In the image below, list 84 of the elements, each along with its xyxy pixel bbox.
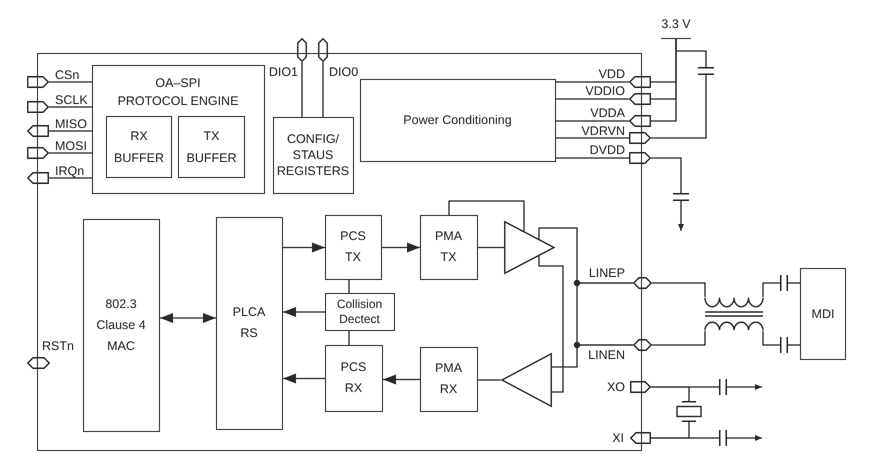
arrow (383, 374, 420, 384)
block-label: PMA TX (434, 228, 462, 266)
pin-label: VDRVN (581, 124, 625, 138)
connection-line (556, 137, 629, 139)
connection-line (556, 98, 629, 100)
function-block (272, 116, 354, 194)
block-label: Collision Dectect (336, 296, 382, 326)
connection-line (556, 120, 629, 122)
pin-label: XO (606, 380, 625, 394)
pin-label: XI (612, 431, 624, 445)
pin-label: MOSI (55, 139, 87, 153)
function-block (800, 268, 846, 360)
function-block (324, 344, 382, 412)
pin-label: VDDA (590, 106, 625, 120)
arrow (283, 242, 325, 252)
connection-line (49, 130, 92, 132)
function-block (324, 292, 394, 330)
connection-line (478, 379, 501, 381)
connection-line (651, 157, 682, 193)
connection-line (448, 200, 525, 232)
connection-line (538, 256, 564, 393)
connection-line (762, 282, 780, 297)
connection-line (652, 331, 706, 346)
connection-line (322, 62, 324, 117)
connection-line (651, 386, 690, 401)
function-block (106, 116, 172, 178)
arrow (678, 201, 684, 231)
block-label: TX BUFFER (186, 128, 236, 167)
pin-label: LINEP (588, 266, 625, 280)
block-label: Power Conditioning (403, 112, 512, 128)
block-label: RX BUFFER (114, 128, 164, 167)
arrow (382, 242, 420, 252)
pin-label: VDD (598, 67, 625, 81)
pin-label: IRQn (55, 164, 84, 178)
arrow (727, 435, 762, 441)
connection-line (651, 437, 719, 439)
block-label: PCS TX (340, 228, 366, 266)
pin-label: CSn (55, 68, 80, 82)
function-block (324, 214, 382, 280)
connection-line (552, 344, 633, 368)
block-title: OA–SPI PROTOCOL ENGINE (116, 74, 240, 110)
block-label: MDI (812, 306, 834, 322)
connection-line (301, 62, 303, 117)
connection-line (675, 39, 707, 67)
arrow (283, 307, 325, 317)
pin-label: DVDD (590, 143, 625, 157)
block-label: CONFIG/ STAUS REGISTERS (276, 131, 350, 179)
pin-label: SCLK (55, 93, 88, 107)
pin-label: DIO0 (329, 65, 358, 79)
pin-label: DIO1 (268, 65, 298, 79)
connection-line (348, 280, 350, 293)
function-block (92, 64, 264, 194)
arrow (283, 374, 325, 384)
arrow (160, 313, 216, 323)
connection-line (762, 331, 780, 346)
voltage-label: 3.3 V (660, 17, 692, 32)
connection-line (49, 152, 92, 154)
block-label: PCS RX (340, 359, 366, 397)
pin-label: VDDIO (585, 84, 625, 98)
function-block (360, 78, 556, 162)
connection-line (652, 282, 706, 297)
connection-line (651, 75, 707, 139)
pin-label: RSTn (42, 339, 74, 353)
function-block (420, 346, 478, 412)
connection-line (788, 344, 800, 346)
connection-line (49, 106, 92, 108)
function-block (420, 214, 478, 280)
block-label: 802.3 Clause 4 MAC (96, 296, 146, 354)
connection-line (348, 331, 350, 345)
connection-line (556, 157, 629, 159)
connection-line (556, 81, 629, 83)
chip-outline (37, 53, 642, 451)
pin-label: MISO (55, 117, 87, 131)
connection-line (478, 246, 504, 248)
block-label: PLCA RS (232, 304, 266, 342)
function-block (216, 216, 282, 430)
arrow (727, 384, 762, 390)
function-block (178, 116, 245, 178)
function-block (82, 218, 160, 432)
connection-line (49, 81, 92, 83)
block-label: PMA RX (434, 360, 462, 398)
pin-label: LINEN (588, 348, 625, 362)
connection-line (49, 177, 92, 179)
connection-line (788, 282, 800, 284)
